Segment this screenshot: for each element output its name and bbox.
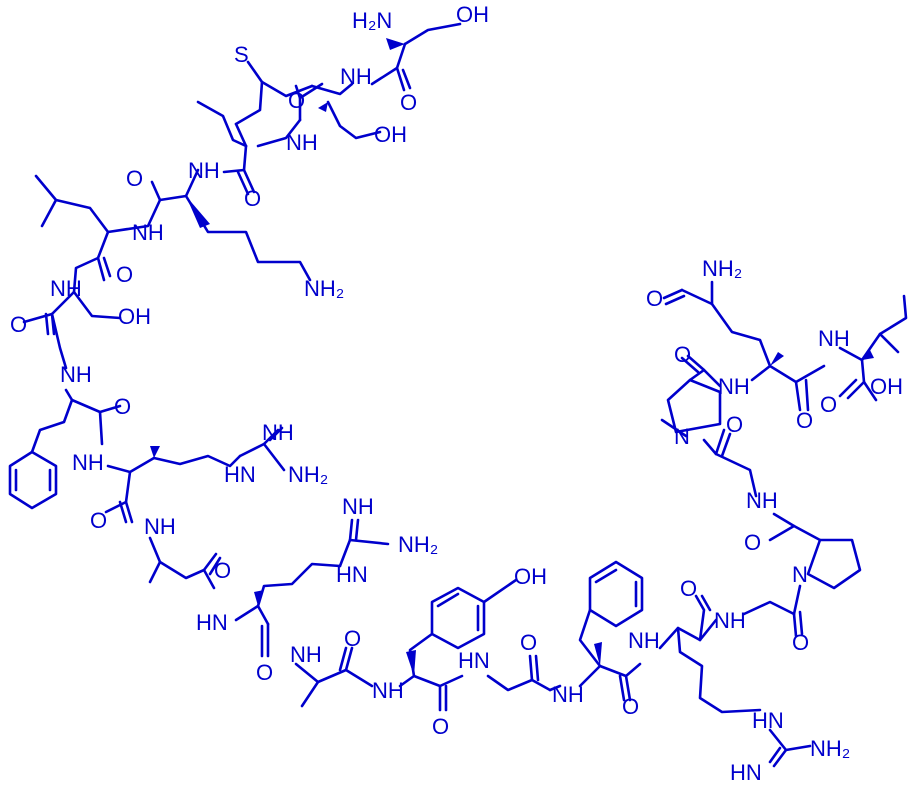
atom-label-o-2: O <box>288 88 305 113</box>
atom-label-nh-8: NH <box>262 420 294 445</box>
atom-label-s-1: S <box>234 42 249 67</box>
atom-label-nh2-4: NH₂ <box>810 736 850 761</box>
atom-label-hn-6: HN <box>730 760 762 785</box>
atom-label-o-10: O <box>256 660 273 685</box>
atom-label-nh-4: NH <box>132 220 164 245</box>
bond-lines <box>8 22 908 768</box>
atom-label-hn-1: HN <box>224 462 256 487</box>
atom-label-o-17: O <box>744 530 761 555</box>
atom-label-nh-9: NH <box>144 514 176 539</box>
atom-label-nh-5: NH <box>50 276 82 301</box>
atom-label-o-5: O <box>116 262 133 287</box>
atom-label-o-16: O <box>792 630 809 655</box>
atom-label-o-1: O <box>400 90 417 115</box>
atom-label-hn-2: HN <box>336 562 368 587</box>
atom-label-nh-12: NH <box>372 678 404 703</box>
atom-label-nh-17: NH <box>718 374 750 399</box>
stereo-wedges <box>150 38 874 676</box>
atom-label-o-13: O <box>520 630 537 655</box>
atom-label-o-12: O <box>432 714 449 739</box>
atom-label-nh-1: NH <box>340 64 372 89</box>
atom-label-nh-16: NH <box>746 488 778 513</box>
atom-label-o-6: O <box>10 312 27 337</box>
atom-labels: H₂N OH S NH O O NH OH NH O O NH NH₂ O NH… <box>10 2 903 785</box>
atom-label-nh2-1: NH₂ <box>304 276 344 301</box>
atom-label-nh-14: NH <box>628 628 660 653</box>
atom-label-nh-10: NH <box>342 494 374 519</box>
atom-label-hn-4: HN <box>458 648 490 673</box>
atom-label-nh-11: NH <box>290 642 322 667</box>
atom-label-n-1: N <box>792 562 808 587</box>
atom-label-oh-2: OH <box>374 122 407 147</box>
atom-label-oh-3: OH <box>118 304 151 329</box>
atom-label-nh-2: NH <box>286 130 318 155</box>
atom-label-o-8: O <box>90 508 107 533</box>
atom-label-nh2-3: NH₂ <box>398 532 438 557</box>
atom-label-o-19: O <box>674 342 691 367</box>
atom-label-nh-6: NH <box>60 362 92 387</box>
atom-label-h2n-top: H₂N <box>352 8 392 33</box>
atom-label-o-20: O <box>646 286 663 311</box>
atom-label-o-3: O <box>126 166 143 191</box>
atom-label-oh-1: OH <box>456 2 489 27</box>
atom-label-nh-7: NH <box>72 450 104 475</box>
atom-label-nh2-2: NH₂ <box>288 462 328 487</box>
atom-label-o-14: O <box>622 694 639 719</box>
atom-label-oh-4: OH <box>514 564 547 589</box>
atom-label-o-9: O <box>214 558 231 583</box>
atom-label-oh-5: OH <box>870 374 903 399</box>
atom-label-o-22: O <box>820 392 837 417</box>
atom-label-nh2-5: NH₂ <box>702 256 742 281</box>
atom-label-hn-3: HN <box>196 610 228 635</box>
atom-label-o-18: O <box>726 412 743 437</box>
atom-label-nh-15: NH <box>714 608 746 633</box>
atom-label-o-7: O <box>114 394 131 419</box>
atom-label-o-15: O <box>680 576 697 601</box>
atom-label-nh-3: NH <box>188 158 220 183</box>
atom-label-nh-13: NH <box>552 682 584 707</box>
atom-label-o-11: O <box>344 626 361 651</box>
atom-label-n-2: N <box>674 424 690 449</box>
atom-label-hn-5: HN <box>752 708 784 733</box>
atom-label-o-4: O <box>244 186 261 211</box>
atom-label-o-21: O <box>796 408 813 433</box>
atom-label-nh-18: NH <box>818 326 850 351</box>
